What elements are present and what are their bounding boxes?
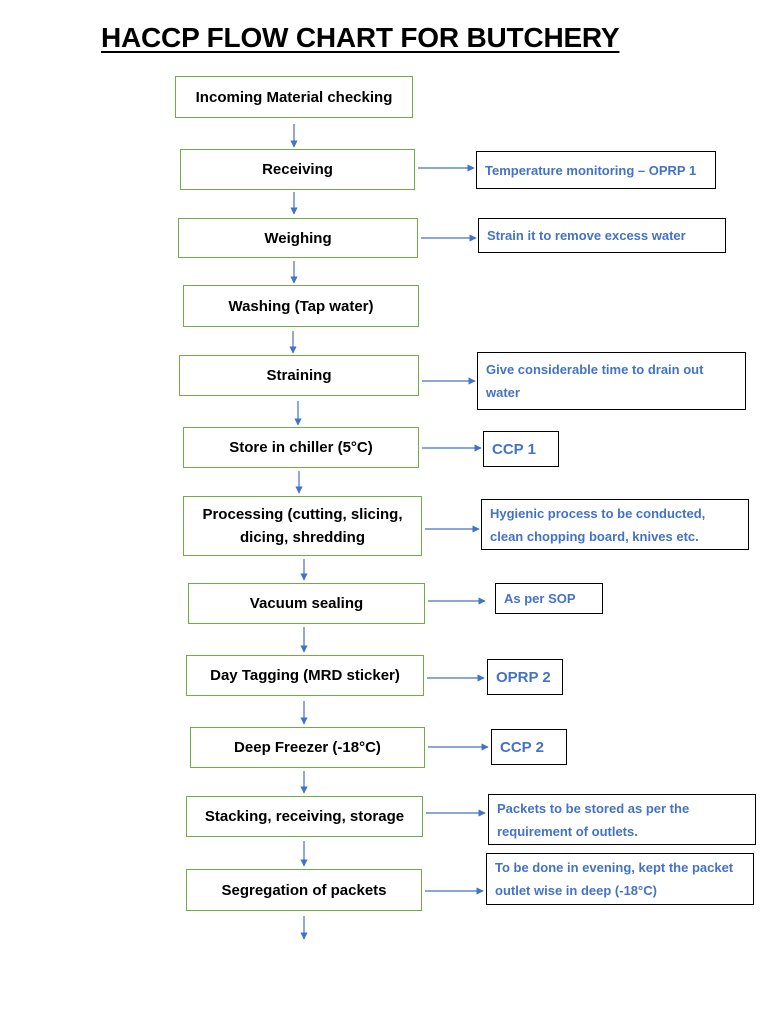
step-incoming-material-checking: Incoming Material checking	[175, 76, 413, 118]
step-weighing: Weighing	[178, 218, 418, 258]
note-temperature-monitoring: Temperature monitoring – OPRP 1	[476, 151, 716, 189]
note-strain-water: Strain it to remove excess water	[478, 218, 726, 253]
note-ccp-1: CCP 1	[483, 431, 559, 467]
step-deep-freezer: Deep Freezer (-18°C)	[190, 727, 425, 768]
step-store-in-chiller: Store in chiller (5°C)	[183, 427, 419, 468]
note-evening-segregation: To be done in evening, kept the packet o…	[486, 853, 754, 905]
step-straining: Straining	[179, 355, 419, 396]
note-hygienic-process: Hygienic process to be conducted, clean …	[481, 499, 749, 550]
note-drain-time: Give considerable time to drain out wate…	[477, 352, 746, 410]
step-vacuum-sealing: Vacuum sealing	[188, 583, 425, 624]
step-day-tagging: Day Tagging (MRD sticker)	[186, 655, 424, 696]
step-receiving: Receiving	[180, 149, 415, 190]
note-ccp-2: CCP 2	[491, 729, 567, 765]
step-processing: Processing (cutting, slicing, dicing, sh…	[183, 496, 422, 556]
note-oprp-2: OPRP 2	[487, 659, 563, 695]
note-packets-storage: Packets to be stored as per the requirem…	[488, 794, 756, 845]
note-as-per-sop: As per SOP	[495, 583, 603, 614]
step-washing: Washing (Tap water)	[183, 285, 419, 327]
page-title: HACCP FLOW CHART FOR BUTCHERY	[101, 22, 620, 53]
step-segregation: Segregation of packets	[186, 869, 422, 911]
step-stacking: Stacking, receiving, storage	[186, 796, 423, 837]
